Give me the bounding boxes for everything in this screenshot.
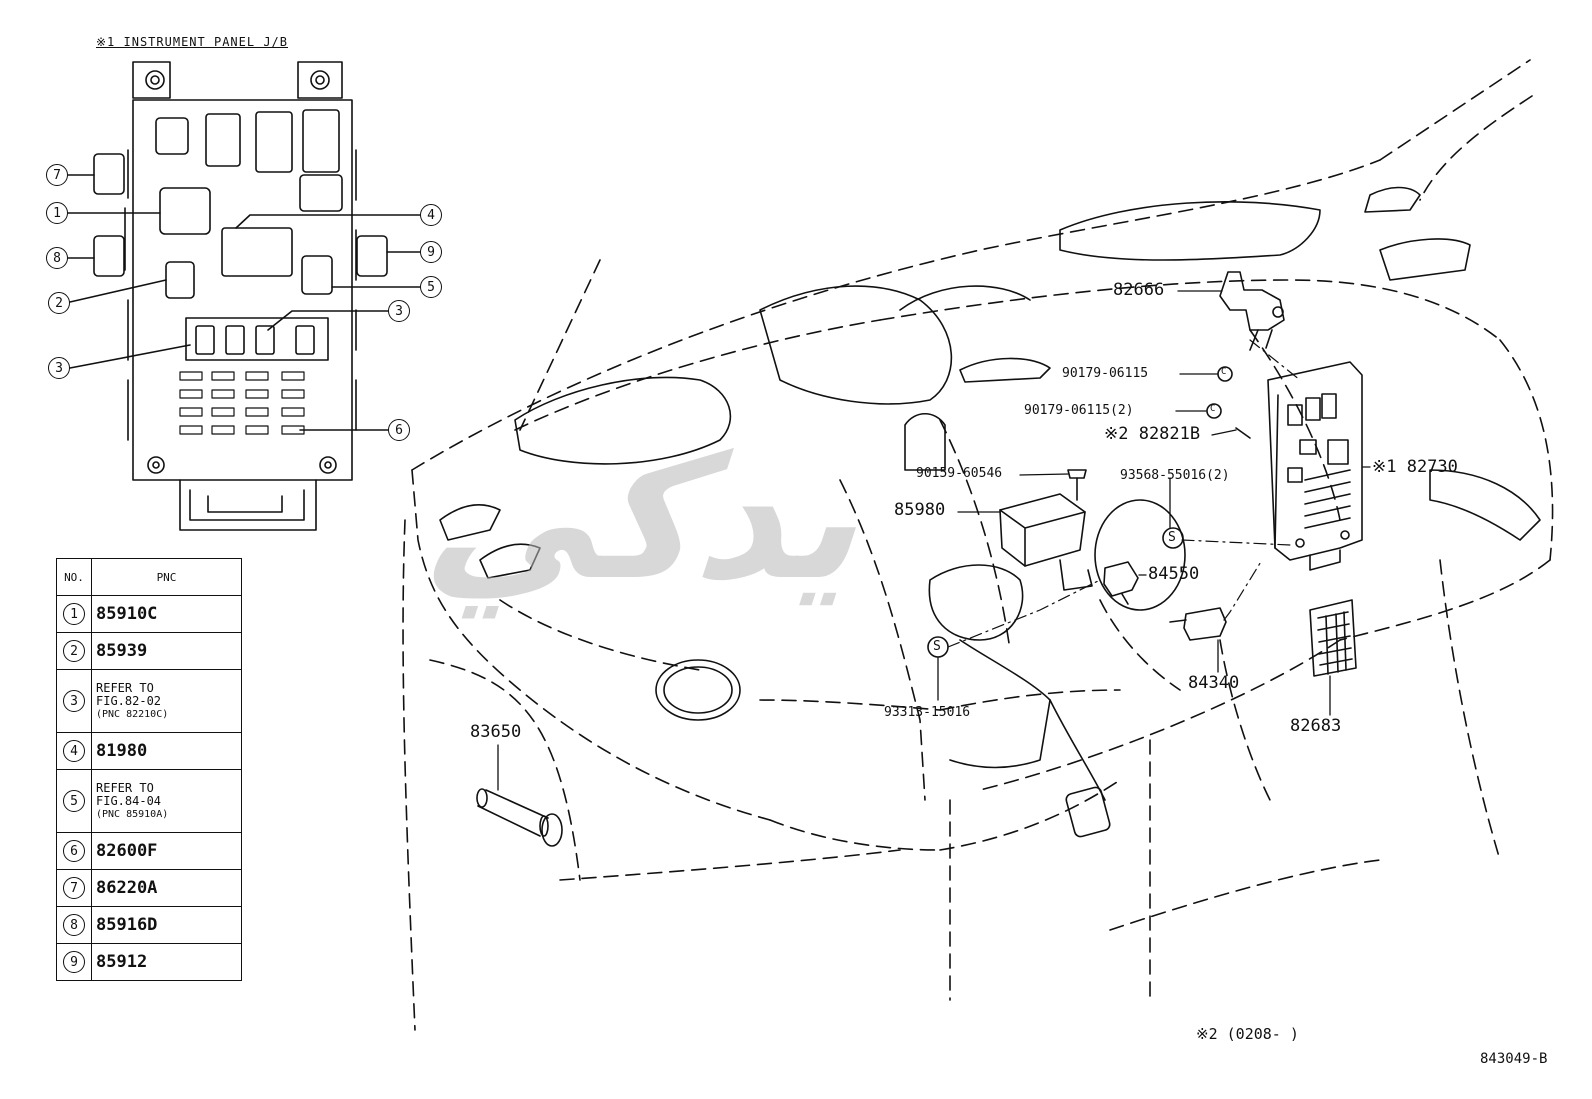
screw-s-mark-icon: [1162, 527, 1184, 549]
part-84340-switch: [1169, 607, 1227, 641]
row-number: 3: [63, 690, 85, 712]
part-label-93568-55016: 93568-55016(2): [1120, 468, 1230, 483]
part-label-90179-06115-2: 90179-06115(2): [1024, 403, 1134, 418]
part-83650-rod: [476, 788, 563, 847]
ref-line: REFER TO: [96, 780, 154, 795]
callout-1: 1: [46, 202, 68, 224]
callout-9: 9: [420, 241, 442, 263]
row-number: 2: [63, 640, 85, 662]
callout-3-left: 3: [48, 357, 70, 379]
part-label-82666: 82666: [1113, 280, 1165, 300]
row-pnc-reference: REFER TO FIG.82-02 (PNC 82210C): [91, 669, 242, 733]
row-pnc: 86220A: [91, 869, 242, 907]
part-label-93313-15016: 93313-15016: [884, 705, 971, 720]
table-row: 3 REFER TO FIG.82-02 (PNC 82210C): [56, 669, 242, 733]
inset-title: ※1 INSTRUMENT PANEL J/B: [96, 35, 288, 49]
pnc-table: NO. PNC 1 85910C 2 85939 3 REFER TO FIG.…: [56, 558, 242, 981]
part-label-82683: 82683: [1290, 716, 1342, 736]
callout-8: 8: [46, 247, 68, 269]
part-label-90159-60546: 90159-60546: [916, 466, 1003, 481]
row-number: 8: [63, 914, 85, 936]
part-84550-switch: [1103, 561, 1139, 605]
callout-5: 5: [420, 276, 442, 298]
table-row: 5 REFER TO FIG.84-04 (PNC 85910A): [56, 769, 242, 833]
part-82666-bracket: [1219, 271, 1285, 351]
callout-2: 2: [48, 292, 70, 314]
guide-lines: [947, 339, 1301, 648]
part-label-82730: ※1 82730: [1372, 457, 1458, 477]
nut-c-label: C: [1221, 367, 1227, 377]
table-row: 1 85910C: [56, 595, 242, 633]
watermark-logo: ﻳﺪﻛﻲ: [407, 420, 906, 618]
row-pnc: 85939: [91, 632, 242, 670]
row-pnc-reference: REFER TO FIG.84-04 (PNC 85910A): [91, 769, 242, 833]
table-header-row: NO. PNC: [56, 558, 242, 596]
part-label-85980: 85980: [894, 500, 946, 520]
callout-4: 4: [420, 204, 442, 226]
part-82683-cover: [1309, 599, 1357, 677]
row-number: 5: [63, 790, 85, 812]
screw-s-label: S: [1168, 530, 1176, 545]
dashboard-outline: [402, 59, 1554, 1031]
part-90159-bolt: [1067, 469, 1087, 501]
row-pnc: 85910C: [91, 595, 242, 633]
row-number: 9: [63, 951, 85, 973]
row-pnc: 82600F: [91, 832, 242, 870]
nut-c-label: C: [1210, 404, 1216, 414]
figure-code: 843049-B: [1480, 1051, 1548, 1067]
part-82821b-clip: [1235, 427, 1251, 439]
table-row: 8 85916D: [56, 906, 242, 944]
ref-line: (PNC 85910A): [96, 808, 169, 820]
part-label-84550: 84550: [1148, 564, 1200, 584]
callout-3-right: 3: [388, 300, 410, 322]
table-row: 6 82600F: [56, 832, 242, 870]
table-row: 9 85912: [56, 943, 242, 981]
ref-line: REFER TO: [96, 680, 154, 695]
footnote-2-date-range: ※2 (0208- ): [1196, 1025, 1299, 1043]
header-no: NO.: [56, 558, 92, 596]
screw-s-label: S: [933, 639, 941, 654]
row-pnc: 81980: [91, 732, 242, 770]
dashboard-features: [439, 186, 1541, 838]
part-label-90179-06115: 90179-06115: [1062, 366, 1149, 381]
row-number: 4: [63, 740, 85, 762]
table-row: 4 81980: [56, 732, 242, 770]
part-85980-relay: [999, 493, 1093, 591]
table-row: 7 86220A: [56, 869, 242, 907]
callout-6: 6: [388, 419, 410, 441]
ref-line: FIG.84-04: [96, 793, 162, 808]
header-pnc: PNC: [91, 558, 242, 596]
row-pnc: 85916D: [91, 906, 242, 944]
row-number: 6: [63, 840, 85, 862]
callout-7: 7: [46, 164, 68, 186]
ref-line: FIG.82-02: [96, 693, 162, 708]
ref-line: (PNC 82210C): [96, 708, 169, 720]
part-label-84340: 84340: [1188, 673, 1240, 693]
part-label-83650: 83650: [470, 722, 522, 742]
part-label-82821b: ※2 82821B: [1104, 424, 1201, 444]
part-82730-junction-block: [1267, 361, 1363, 571]
table-row: 2 85939: [56, 632, 242, 670]
row-number: 1: [63, 603, 85, 625]
junction-block-inset: [67, 61, 421, 531]
row-number: 7: [63, 877, 85, 899]
row-pnc: 85912: [91, 943, 242, 981]
leader-lines: [497, 290, 1371, 791]
